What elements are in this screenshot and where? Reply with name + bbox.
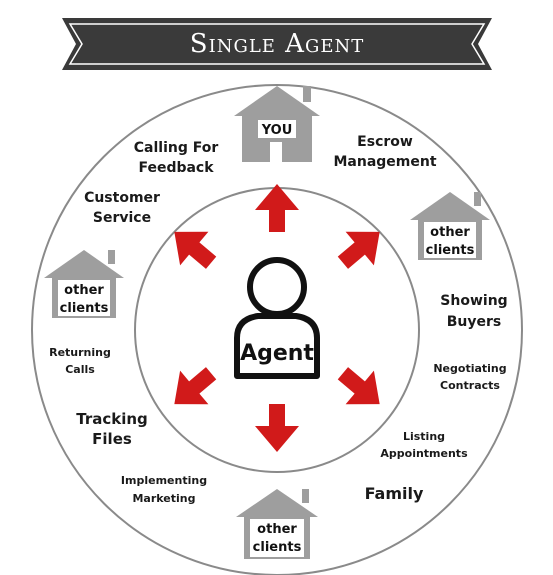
task-customer-line1: Customer: [84, 190, 160, 206]
house-right-label-1: other: [430, 225, 470, 240]
arrow-up-left-icon: [174, 231, 217, 269]
task-customer-service: Customer Service: [84, 190, 160, 226]
arrow-down-icon: [255, 404, 299, 452]
task-returning-calls: Returning Calls: [49, 346, 111, 376]
outer-ring: [31, 84, 523, 575]
house-bottom-label-1: other: [257, 522, 297, 537]
task-escrow-line1: Escrow: [357, 134, 413, 150]
task-marketing-line2: Marketing: [132, 492, 195, 505]
task-family-label: Family: [365, 484, 424, 503]
house-bottom-label-2: clients: [253, 540, 302, 555]
house-left-label-2: clients: [60, 301, 109, 316]
title-banner: Single Agent: [62, 18, 492, 70]
task-tracking-line2: Files: [92, 430, 132, 448]
house-other-clients-right: other clients: [410, 192, 490, 260]
agent-label: Agent: [240, 341, 314, 366]
house-other-clients-left: other clients: [44, 250, 124, 318]
task-escrow-line2: Management: [333, 154, 436, 170]
task-negotiating-line2: Contracts: [440, 379, 500, 392]
house-you-label: YOU: [261, 123, 293, 138]
banner-title: Single Agent: [190, 29, 364, 59]
arrow-down-left-icon: [174, 367, 217, 405]
house-other-clients-bottom: other clients: [236, 489, 318, 559]
task-returning-line1: Returning: [49, 346, 111, 359]
arrows: [174, 184, 380, 452]
task-calling-for-feedback: Calling For Feedback: [134, 140, 219, 176]
agent-icon: Agent: [234, 257, 320, 379]
task-calling-line2: Feedback: [138, 160, 214, 176]
task-listing-line1: Listing: [403, 430, 445, 443]
task-showing-line2: Buyers: [447, 314, 502, 330]
house-right-label-2: clients: [426, 243, 475, 258]
task-listing-line2: Appointments: [380, 447, 468, 460]
arrow-down-right-icon: [337, 367, 380, 405]
task-tracking-files: Tracking Files: [76, 410, 148, 448]
task-calling-line1: Calling For: [134, 140, 219, 156]
arrow-up-icon: [255, 184, 299, 232]
task-marketing-line1: Implementing: [121, 474, 207, 487]
task-tracking-line1: Tracking: [76, 410, 148, 428]
arrow-up-right-icon: [337, 231, 380, 269]
task-family: Family: [365, 484, 424, 503]
task-returning-line2: Calls: [65, 363, 95, 376]
task-showing-buyers: Showing Buyers: [440, 293, 507, 330]
house-you: YOU: [234, 86, 320, 162]
task-negotiating-contracts: Negotiating Contracts: [433, 362, 506, 392]
task-implementing-marketing: Implementing Marketing: [121, 474, 207, 505]
house-left-label-1: other: [64, 283, 104, 298]
task-customer-line2: Service: [93, 210, 151, 226]
task-listing-appointments: Listing Appointments: [380, 430, 468, 460]
task-escrow-management: Escrow Management: [333, 134, 436, 170]
task-showing-line1: Showing: [440, 293, 507, 309]
task-negotiating-line1: Negotiating: [433, 362, 506, 375]
